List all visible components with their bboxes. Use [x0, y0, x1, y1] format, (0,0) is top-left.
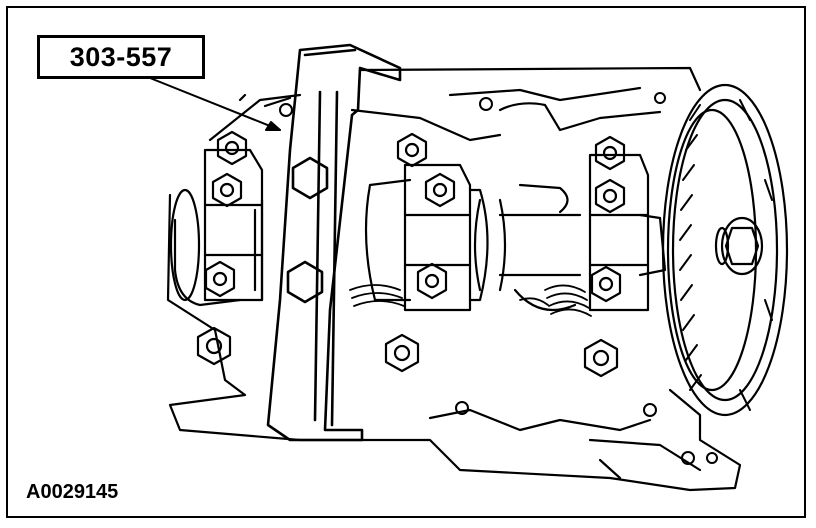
valve-springs — [349, 284, 592, 317]
bolt-head — [396, 132, 428, 168]
bolt-head — [196, 326, 232, 366]
bolt-holes — [279, 92, 718, 465]
bolt-head — [594, 178, 626, 214]
camshaft-holding-tool — [266, 43, 402, 442]
bolt-head — [211, 172, 243, 208]
bolt-head — [583, 338, 619, 378]
bolt-head — [384, 333, 420, 373]
bolt-head — [216, 130, 248, 166]
bolt-head — [416, 262, 448, 300]
figure-id-label: A0029145 — [26, 481, 119, 503]
bearing-caps — [203, 148, 650, 312]
cylinder-head-outline — [166, 66, 742, 492]
cap-bolts — [196, 130, 626, 378]
callout-leader — [149, 77, 281, 131]
bolt-head — [424, 172, 456, 208]
tool-bolt-head — [286, 260, 324, 304]
bolt-head — [594, 135, 626, 171]
tool-bolt-head — [291, 156, 329, 200]
cam-sprocket — [661, 83, 789, 417]
sprocket-bolt — [714, 216, 764, 276]
bolt-head — [204, 260, 236, 298]
tool-number-callout: 303-557 — [37, 35, 205, 79]
bolt-head — [590, 265, 622, 303]
